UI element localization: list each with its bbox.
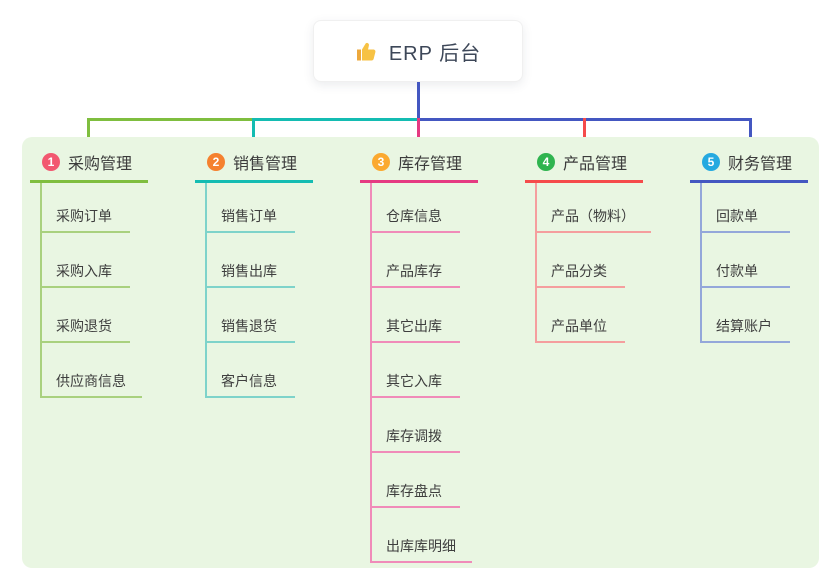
branch-1: 1 采购管理采购订单采购入库采购退货供应商信息 [30, 148, 180, 398]
branch-children: 销售订单销售出库销售退货客户信息 [205, 183, 345, 398]
root-label: ERP 后台 [388, 42, 482, 65]
branch-children: 回款单付款单结算账户 [700, 183, 839, 343]
child-node[interactable]: 采购退货 [42, 288, 130, 343]
branch-header-5[interactable]: 5 财务管理 [690, 148, 808, 183]
branch-drop-line [252, 118, 255, 149]
child-node[interactable]: 销售出库 [207, 233, 295, 288]
child-label: 库存调拨 [386, 428, 442, 444]
child-node[interactable]: 产品库存 [372, 233, 460, 288]
child-label: 供应商信息 [56, 373, 126, 389]
branch-number-badge: 2 [207, 153, 225, 171]
branch-children: 产品（物料） 产品分类产品单位 [535, 183, 675, 343]
child-label: 销售退货 [221, 318, 277, 334]
child-label: 结算账户 [716, 318, 772, 334]
branch-label: 产品管理 [563, 156, 628, 173]
branch-drop-line [749, 118, 752, 149]
child-node[interactable]: 其它入库 [372, 343, 460, 398]
child-label: 出库库明细 [386, 538, 456, 554]
child-node[interactable]: 仓库信息 [372, 183, 460, 233]
branch-label: 采购管理 [68, 156, 133, 173]
branch-number-badge: 1 [42, 153, 60, 171]
child-label: 库存盘点 [386, 483, 442, 499]
child-node[interactable]: 产品（物料） [537, 183, 651, 233]
thumbs-up-icon [355, 39, 379, 63]
child-node[interactable]: 采购订单 [42, 183, 130, 233]
child-node[interactable]: 产品分类 [537, 233, 625, 288]
child-node[interactable]: 采购入库 [42, 233, 130, 288]
child-label: 采购订单 [56, 208, 112, 224]
root-stem-line [417, 82, 420, 119]
branches-panel: 1 采购管理采购订单采购入库采购退货供应商信息 2 销售管理销售订单销售出库销售退货客… [22, 137, 819, 568]
branch-4: 4 产品管理产品（物料） 产品分类产品单位 [525, 148, 675, 343]
child-node[interactable]: 库存盘点 [372, 453, 460, 508]
child-label: 其它入库 [386, 373, 442, 389]
branch-header-4[interactable]: 4 产品管理 [525, 148, 643, 183]
branch-header-2[interactable]: 2 销售管理 [195, 148, 313, 183]
child-node[interactable]: 回款单 [702, 183, 790, 233]
child-node[interactable]: 产品单位 [537, 288, 625, 343]
branch-label: 销售管理 [233, 156, 298, 173]
branch-children: 仓库信息产品库存其它出库其它入库库存调拨库存盘点出库库明细 [370, 183, 510, 563]
child-label: 销售订单 [221, 208, 277, 224]
branch-drop-line [583, 118, 586, 149]
child-label: 产品库存 [386, 263, 442, 279]
child-label: 销售出库 [221, 263, 277, 279]
child-node[interactable]: 出库库明细 [372, 508, 472, 563]
branch-label: 财务管理 [728, 156, 793, 173]
child-node[interactable]: 销售退货 [207, 288, 295, 343]
child-node[interactable]: 销售订单 [207, 183, 295, 233]
bus-segment-sales [252, 118, 418, 121]
branch-5: 5 财务管理回款单付款单结算账户 [690, 148, 839, 343]
branch-number-badge: 4 [537, 153, 555, 171]
branch-header-3[interactable]: 3 库存管理 [360, 148, 478, 183]
child-label: 产品（物料） [551, 208, 635, 224]
child-label: 付款单 [716, 263, 758, 279]
child-label: 产品单位 [551, 318, 607, 334]
child-label: 回款单 [716, 208, 758, 224]
branch-header-1[interactable]: 1 采购管理 [30, 148, 148, 183]
branch-drop-line [87, 118, 90, 149]
root-node[interactable]: ERP 后台 [313, 20, 523, 82]
child-node[interactable]: 客户信息 [207, 343, 295, 398]
child-label: 产品分类 [551, 263, 607, 279]
child-label: 仓库信息 [386, 208, 442, 224]
child-node[interactable]: 库存调拨 [372, 398, 460, 453]
child-node[interactable]: 结算账户 [702, 288, 790, 343]
child-node[interactable]: 供应商信息 [42, 343, 142, 398]
child-label: 采购入库 [56, 263, 112, 279]
child-label: 采购退货 [56, 318, 112, 334]
branch-drop-line [417, 118, 420, 149]
branch-number-badge: 5 [702, 153, 720, 171]
branch-number-badge: 3 [372, 153, 390, 171]
branch-label: 库存管理 [398, 156, 463, 173]
bus-segment-purchase [87, 118, 254, 121]
branch-3: 3 库存管理仓库信息产品库存其它出库其它入库库存调拨库存盘点出库库明细 [360, 148, 510, 563]
branch-2: 2 销售管理销售订单销售出库销售退货客户信息 [195, 148, 345, 398]
branch-children: 采购订单采购入库采购退货供应商信息 [40, 183, 180, 398]
child-label: 客户信息 [221, 373, 277, 389]
child-label: 其它出库 [386, 318, 442, 334]
child-node[interactable]: 其它出库 [372, 288, 460, 343]
child-node[interactable]: 付款单 [702, 233, 790, 288]
